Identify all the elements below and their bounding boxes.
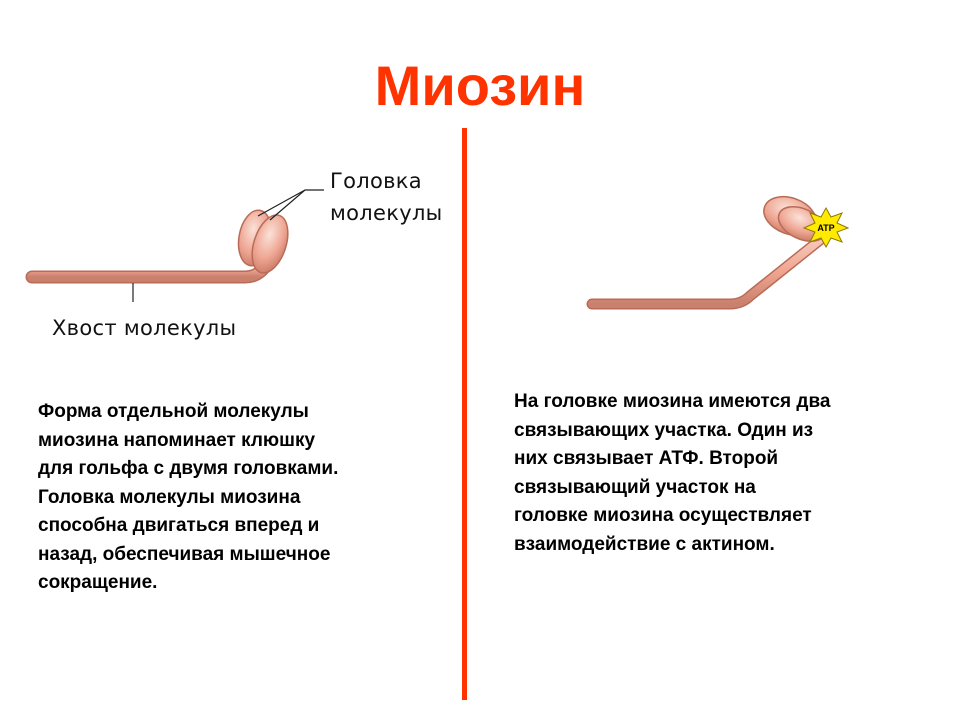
slide-title: Миозин: [374, 54, 586, 117]
head-pointer-lines: [257, 189, 324, 221]
myosin-molecule-diagram-left: Головка молекулы Хвост молекулы: [25, 169, 443, 340]
vertical-divider: [462, 128, 467, 700]
atp-badge-label: ATP: [817, 223, 834, 233]
tail-label: Хвост молекулы: [52, 316, 236, 340]
myosin-molecule-diagram-right: ATP: [586, 195, 850, 310]
atp-star-icon: ATP: [802, 206, 850, 249]
head-label-line1: Головка: [330, 169, 422, 193]
myosin-head: [237, 209, 289, 274]
left-description: Форма отдельной молекулы миозина напомин…: [38, 401, 339, 593]
myosin-tail: [586, 234, 826, 310]
myosin-tail: [25, 255, 275, 284]
head-label-line2: молекулы: [330, 201, 443, 225]
right-description: На головке миозина имеются два связывающ…: [514, 391, 831, 555]
